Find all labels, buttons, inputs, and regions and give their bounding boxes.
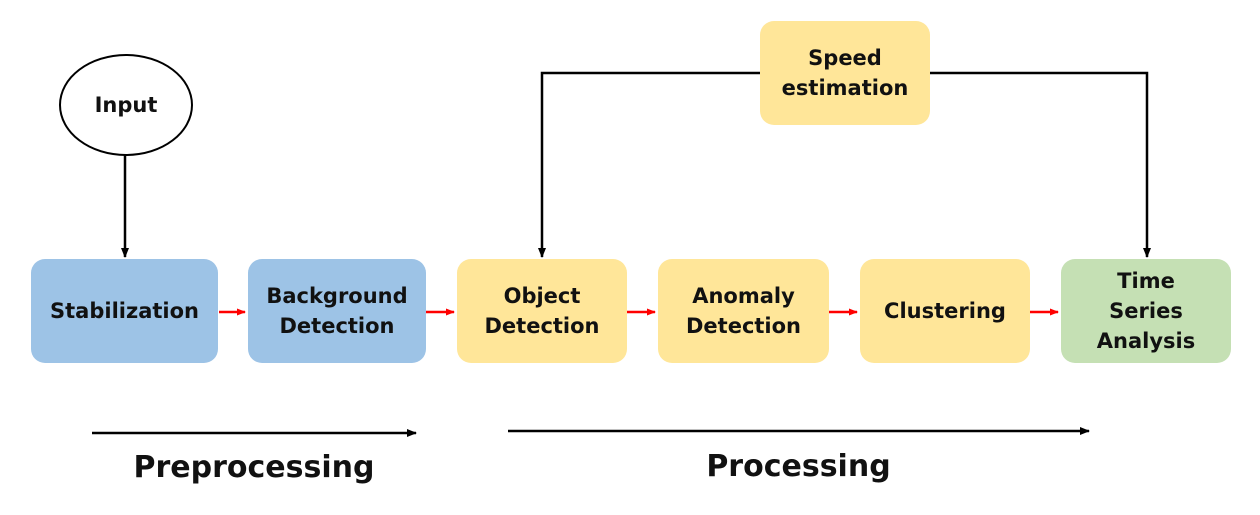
background-detection-node: Background Detection (248, 259, 426, 363)
speed-estimation-node-label: Speed estimation (781, 46, 909, 100)
time-series-analysis-node: Time Series Analysis (1061, 259, 1231, 363)
anomaly-detection-node: Anomaly Detection (658, 259, 829, 363)
processing-phase-label: Processing (706, 449, 891, 484)
time-series-analysis-node-label: Time Series Analysis (1096, 269, 1196, 353)
object-detection-node-label: Object Detection (484, 284, 600, 338)
edge-speed-estimation-to-object-detection (538, 71, 760, 258)
edge-speed-estimation-to-time-series-analysis (930, 71, 1151, 258)
input-node: Input (59, 54, 193, 156)
speed-estimation-node: Speed estimation (760, 21, 930, 125)
preprocessing-phase-label: Preprocessing (133, 450, 375, 485)
stabilization-node: Stabilization (31, 259, 218, 363)
stabilization-node-label: Stabilization (50, 299, 199, 323)
input-node-label: Input (94, 93, 158, 117)
anomaly-detection-node-label: Anomaly Detection (685, 284, 802, 338)
object-detection-node: Object Detection (457, 259, 627, 363)
clustering-node-label: Clustering (884, 299, 1006, 323)
clustering-node: Clustering (860, 259, 1030, 363)
background-detection-node-label: Background Detection (266, 284, 408, 338)
